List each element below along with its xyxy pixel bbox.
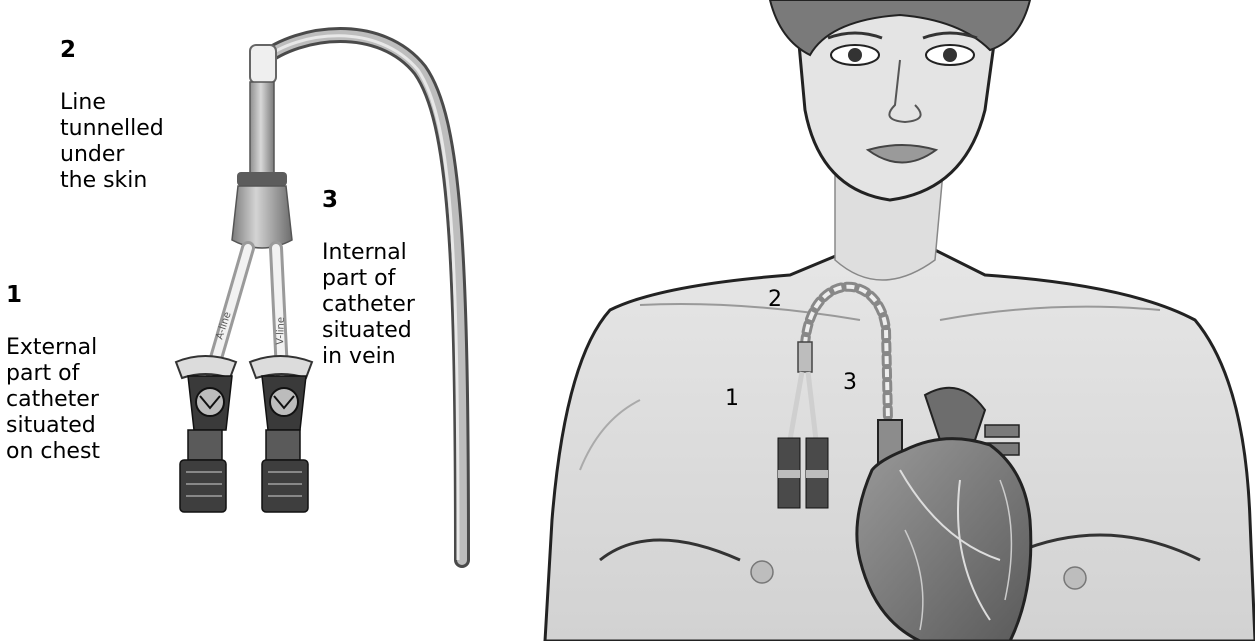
callout-1-text: External part of catheter situated on ch… bbox=[6, 335, 100, 464]
callout-1-number: 1 bbox=[6, 281, 100, 309]
bifurcation-hub bbox=[232, 172, 292, 248]
lumen-extensions: A-line V-line bbox=[212, 248, 287, 372]
v-line-label: V-line bbox=[275, 317, 287, 345]
left-connector bbox=[180, 430, 226, 512]
callout-2-number: 2 bbox=[60, 36, 164, 64]
callout-2: 2 Line tunnelled under the skin bbox=[60, 10, 164, 194]
body-label-3: 3 bbox=[843, 370, 857, 396]
tunnelled-segment bbox=[250, 82, 274, 177]
body-label-2: 2 bbox=[768, 287, 782, 313]
right-connector bbox=[262, 430, 308, 512]
right-clamp bbox=[250, 356, 312, 430]
left-clamp bbox=[176, 356, 236, 430]
callout-3-number: 3 bbox=[322, 186, 415, 214]
heart-illustration bbox=[857, 388, 1031, 641]
callout-1: 1 External part of catheter situated on … bbox=[6, 255, 100, 465]
catheter-cuff bbox=[250, 45, 276, 83]
body-label-1: 1 bbox=[725, 386, 739, 412]
callout-3: 3 Internal part of catheter situated in … bbox=[322, 160, 415, 370]
callout-3-text: Internal part of catheter situated in ve… bbox=[322, 240, 415, 369]
callout-2-text: Line tunnelled under the skin bbox=[60, 90, 164, 193]
